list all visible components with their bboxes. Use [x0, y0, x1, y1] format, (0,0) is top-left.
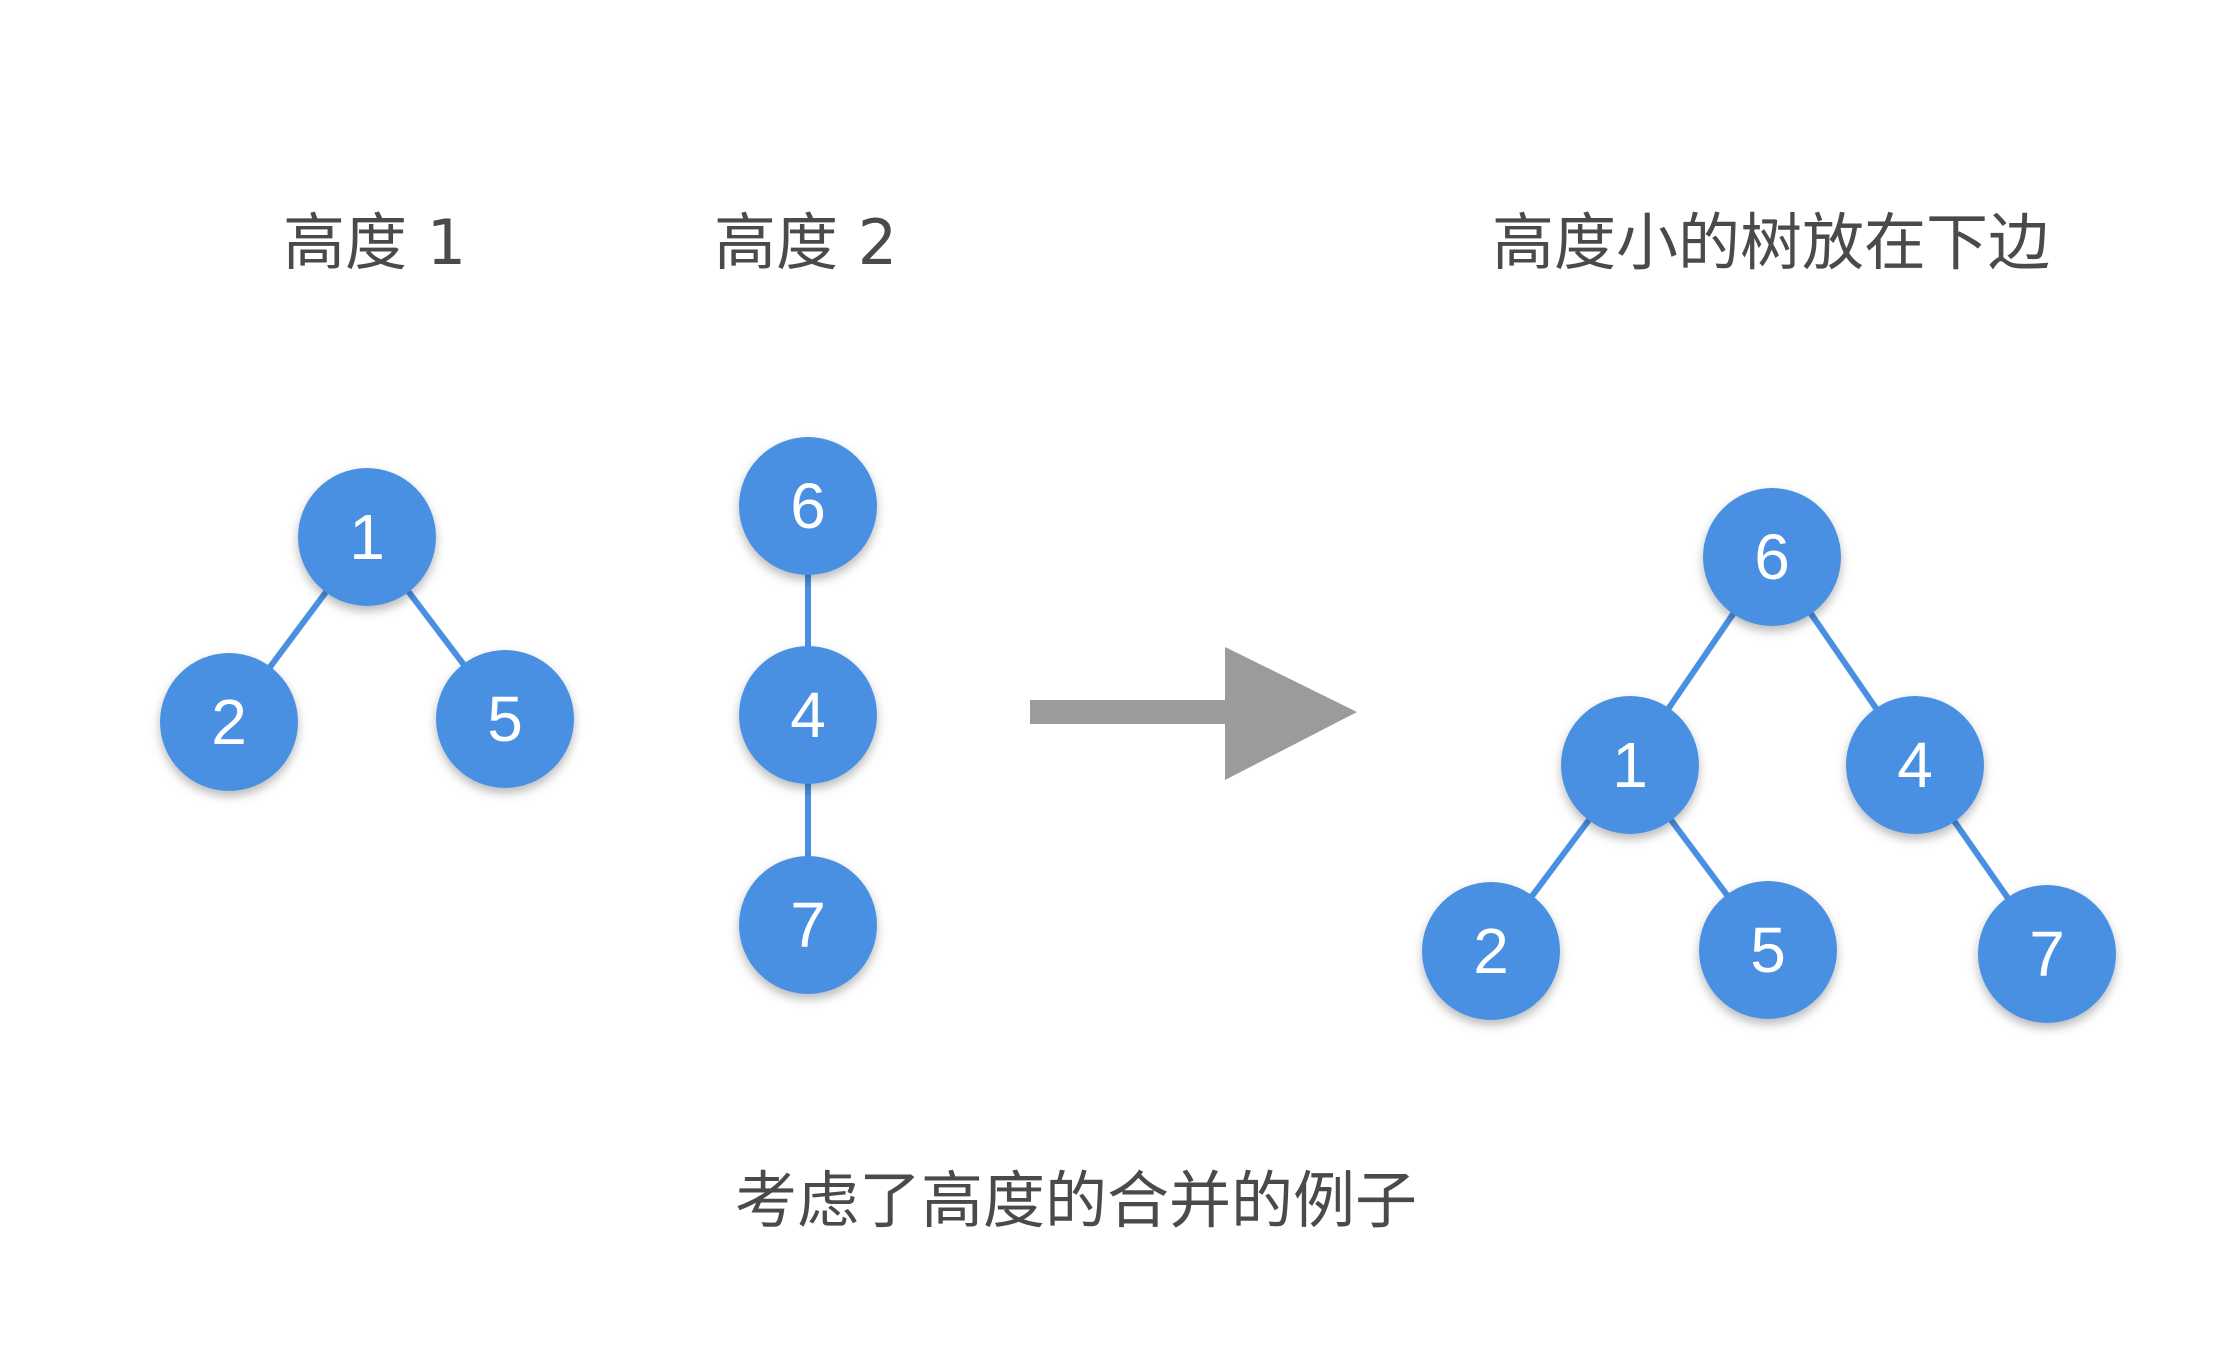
node-circle [739, 646, 877, 784]
node-result-2: 2 [1422, 882, 1560, 1020]
right-arrow-icon [1030, 647, 1357, 780]
node-result-6: 6 [1703, 488, 1841, 626]
node-circle [1846, 696, 1984, 834]
node-label: 1 [349, 501, 385, 573]
diagram-caption: 考虑了高度的合并的例子 [735, 1164, 1418, 1237]
node-result-1: 1 [1561, 696, 1699, 834]
node-label: 2 [211, 686, 247, 758]
node-height1-5: 5 [436, 650, 574, 788]
tree-height-1-label: 高度 1 [283, 206, 467, 279]
node-height2-6: 6 [739, 437, 877, 575]
node-circle [298, 468, 436, 606]
node-circle [1703, 488, 1841, 626]
node-label: 6 [790, 470, 826, 542]
tree-height-2-label: 高度 2 [714, 206, 898, 279]
node-circle [1422, 882, 1560, 1020]
node-label: 6 [1754, 521, 1790, 593]
node-label: 5 [487, 683, 523, 755]
node-height1-2: 2 [160, 653, 298, 791]
node-result-5: 5 [1699, 881, 1837, 1019]
node-label: 5 [1750, 914, 1786, 986]
node-result-4: 4 [1846, 696, 1984, 834]
nodes-layer: 1 2 5 6 4 7 6 1 4 2 5 7 [160, 437, 2116, 1023]
node-circle [1561, 696, 1699, 834]
merged-tree-label: 高度小的树放在下边 [1492, 206, 2051, 279]
node-result-7: 7 [1978, 885, 2116, 1023]
node-circle [436, 650, 574, 788]
node-circle [739, 437, 877, 575]
node-circle [1978, 885, 2116, 1023]
node-label: 7 [2029, 918, 2065, 990]
node-label: 2 [1473, 915, 1509, 987]
node-label: 4 [790, 679, 826, 751]
node-circle [160, 653, 298, 791]
node-label: 1 [1612, 729, 1648, 801]
arrow-head [1225, 647, 1357, 780]
node-height2-7: 7 [739, 856, 877, 994]
node-circle [739, 856, 877, 994]
arrow-shaft [1030, 700, 1230, 724]
node-label: 7 [790, 889, 826, 961]
node-label: 4 [1897, 729, 1933, 801]
node-circle [1699, 881, 1837, 1019]
node-height2-4: 4 [739, 646, 877, 784]
node-height1-1: 1 [298, 468, 436, 606]
